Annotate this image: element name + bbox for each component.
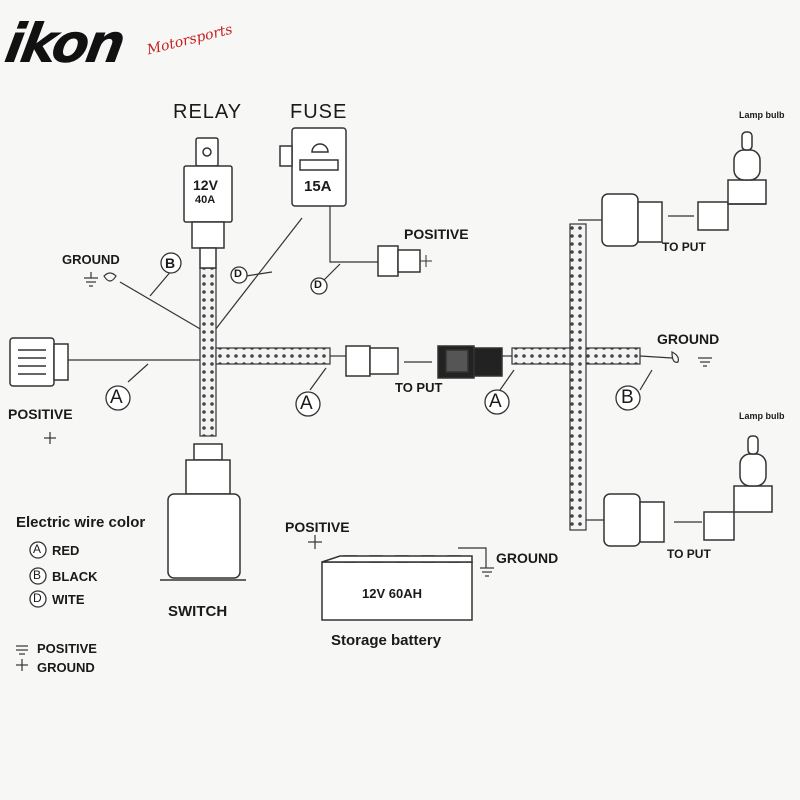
wire-legend-letter-b: B (33, 568, 42, 582)
leader-a-right (499, 369, 515, 391)
marker-d-fuse: D (314, 279, 322, 291)
wire-legend-color-d: WITE (52, 592, 85, 607)
leader-a-left (127, 363, 149, 383)
wire-fuse-positive (329, 205, 378, 263)
marker-b-right: B (621, 387, 634, 408)
ground-symbols (16, 272, 712, 655)
plus-symbols (16, 432, 322, 671)
positive-label-battery: POSITIVE (285, 519, 350, 535)
harness-horizontal-left (215, 347, 331, 365)
relay-title: RELAY (173, 101, 243, 123)
ground-symbol-left (84, 272, 117, 287)
positive-label-fuse: POSITIVE (404, 226, 469, 242)
center-connectors (345, 345, 503, 379)
lamp-bulb-bottom-shape (603, 435, 773, 547)
battery-label: Storage battery (331, 632, 442, 649)
brand-logo: ikon Motorsports (0, 12, 234, 75)
fuse-rating: 15A (304, 178, 332, 195)
battery-rating: 12V 60AH (362, 586, 422, 601)
wire-ground-right (639, 355, 673, 359)
fuse-positive-plug (377, 245, 432, 277)
harness-vertical-right (569, 223, 587, 531)
relay-body (183, 137, 233, 269)
marker-circles (29, 252, 641, 608)
lamp-bulb-label-bottom: Lamp bulb (739, 411, 785, 421)
marker-d-relay: D (234, 268, 242, 280)
marker-a-middle: A (300, 393, 313, 414)
marker-a-left: A (110, 387, 123, 408)
symbol-legend-ground: GROUND (37, 660, 95, 675)
plus-symbol-battery (308, 535, 322, 549)
marker-b-left: B (165, 255, 176, 271)
lamp-bulb-top-shape (601, 131, 767, 247)
relay-amps: 40A (195, 194, 216, 206)
left-plug (9, 337, 69, 387)
fuse-title: FUSE (290, 101, 348, 123)
harness-vertical-center (199, 267, 217, 437)
to-put-label-bottom: TO PUT (667, 547, 711, 561)
brand-name: ikon (0, 12, 128, 75)
lamp-bulb-label-top: Lamp bulb (739, 110, 785, 120)
positive-label-left: POSITIVE (8, 406, 73, 422)
to-put-label-top: TO PUT (662, 240, 706, 254)
wire-battery-ground (458, 547, 487, 568)
wire-legend-letter-d: D (33, 591, 42, 605)
leader-d-relay (245, 271, 273, 277)
wire-legend-color-a: RED (52, 543, 80, 558)
ground-symbol-right (671, 351, 712, 367)
wire-legend-title: Electric wire color (16, 514, 146, 531)
thin-wires (68, 205, 702, 568)
legend-ground-symbol (16, 645, 28, 655)
relay-voltage: 12V (193, 177, 218, 193)
leader-b-right (639, 369, 653, 391)
plus-symbol-left (44, 432, 56, 444)
ground-label-battery: GROUND (496, 550, 559, 566)
leader-b-left (149, 269, 173, 297)
ground-label-right: GROUND (657, 331, 720, 347)
to-put-label-center: TO PUT (395, 380, 443, 395)
switch-label: SWITCH (168, 603, 228, 620)
battery-body (321, 555, 473, 621)
ground-symbol-battery (480, 567, 494, 577)
harness (199, 223, 641, 531)
leader-a-mid (309, 367, 327, 391)
wire-legend-letter-a: A (33, 542, 42, 556)
fuse-body (279, 127, 347, 207)
switch-body (160, 443, 246, 581)
symbol-legend-positive: POSITIVE (37, 641, 97, 656)
marker-a-right: A (489, 391, 502, 412)
ground-label-left: GROUND (62, 252, 120, 267)
wire-legend-color-b: BLACK (52, 569, 98, 584)
wire-ground-left (119, 281, 203, 331)
legend-plus-symbol (16, 659, 28, 671)
